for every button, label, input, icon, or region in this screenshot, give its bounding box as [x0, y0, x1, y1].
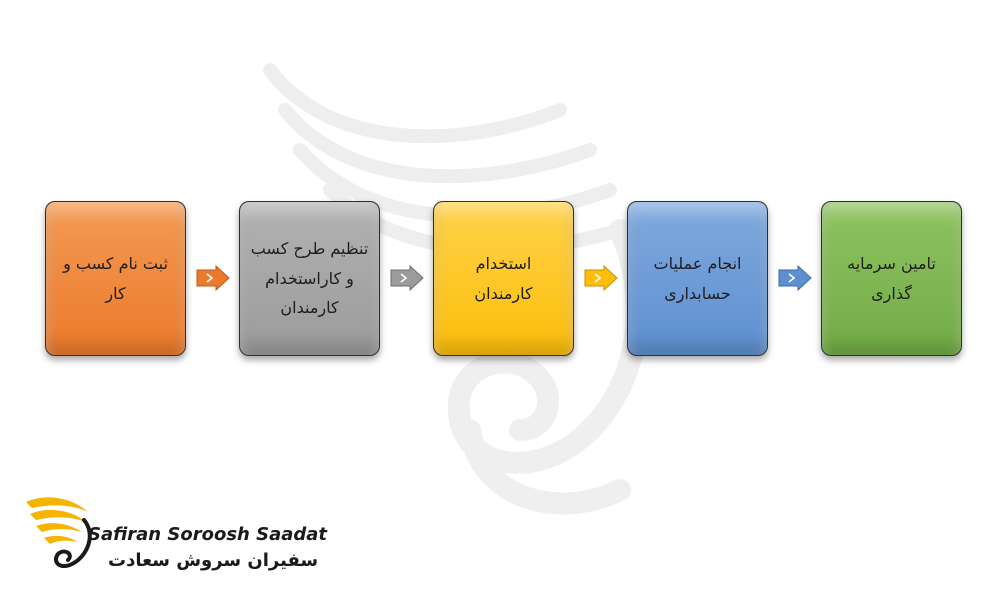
logo-name-persian: سفیران سروش سعادت [108, 550, 319, 571]
company-logo: Safiran Soroosh Saadat سفیران سروش سعادت [22, 490, 327, 582]
step-label: استخدام کارمندان [474, 253, 533, 303]
logo-name-english: Safiran Soroosh Saadat [88, 524, 328, 545]
step-label: انجام عملیات حسابداری [653, 253, 742, 303]
step-financing: تامین سرمایه گذاری [821, 201, 962, 356]
step-accounting: انجام عملیات حسابداری [627, 201, 768, 356]
arrow-right-icon [196, 265, 230, 291]
step-label: تنظیم طرح کسب و کاراستخدام کارمندان [250, 239, 369, 318]
arrow-right-icon [390, 265, 424, 291]
step-label: تامین سرمایه گذاری [847, 253, 936, 303]
step-hire-employees: استخدام کارمندان [433, 201, 574, 356]
step-business-plan: تنظیم طرح کسب و کاراستخدام کارمندان [239, 201, 380, 356]
arrow-right-icon [778, 265, 812, 291]
arrow-right-icon [584, 265, 618, 291]
wing-logo-icon [26, 497, 92, 569]
step-label: ثبت نام کسب و کار [63, 253, 168, 303]
step-register-business: ثبت نام کسب و کار [45, 201, 186, 356]
